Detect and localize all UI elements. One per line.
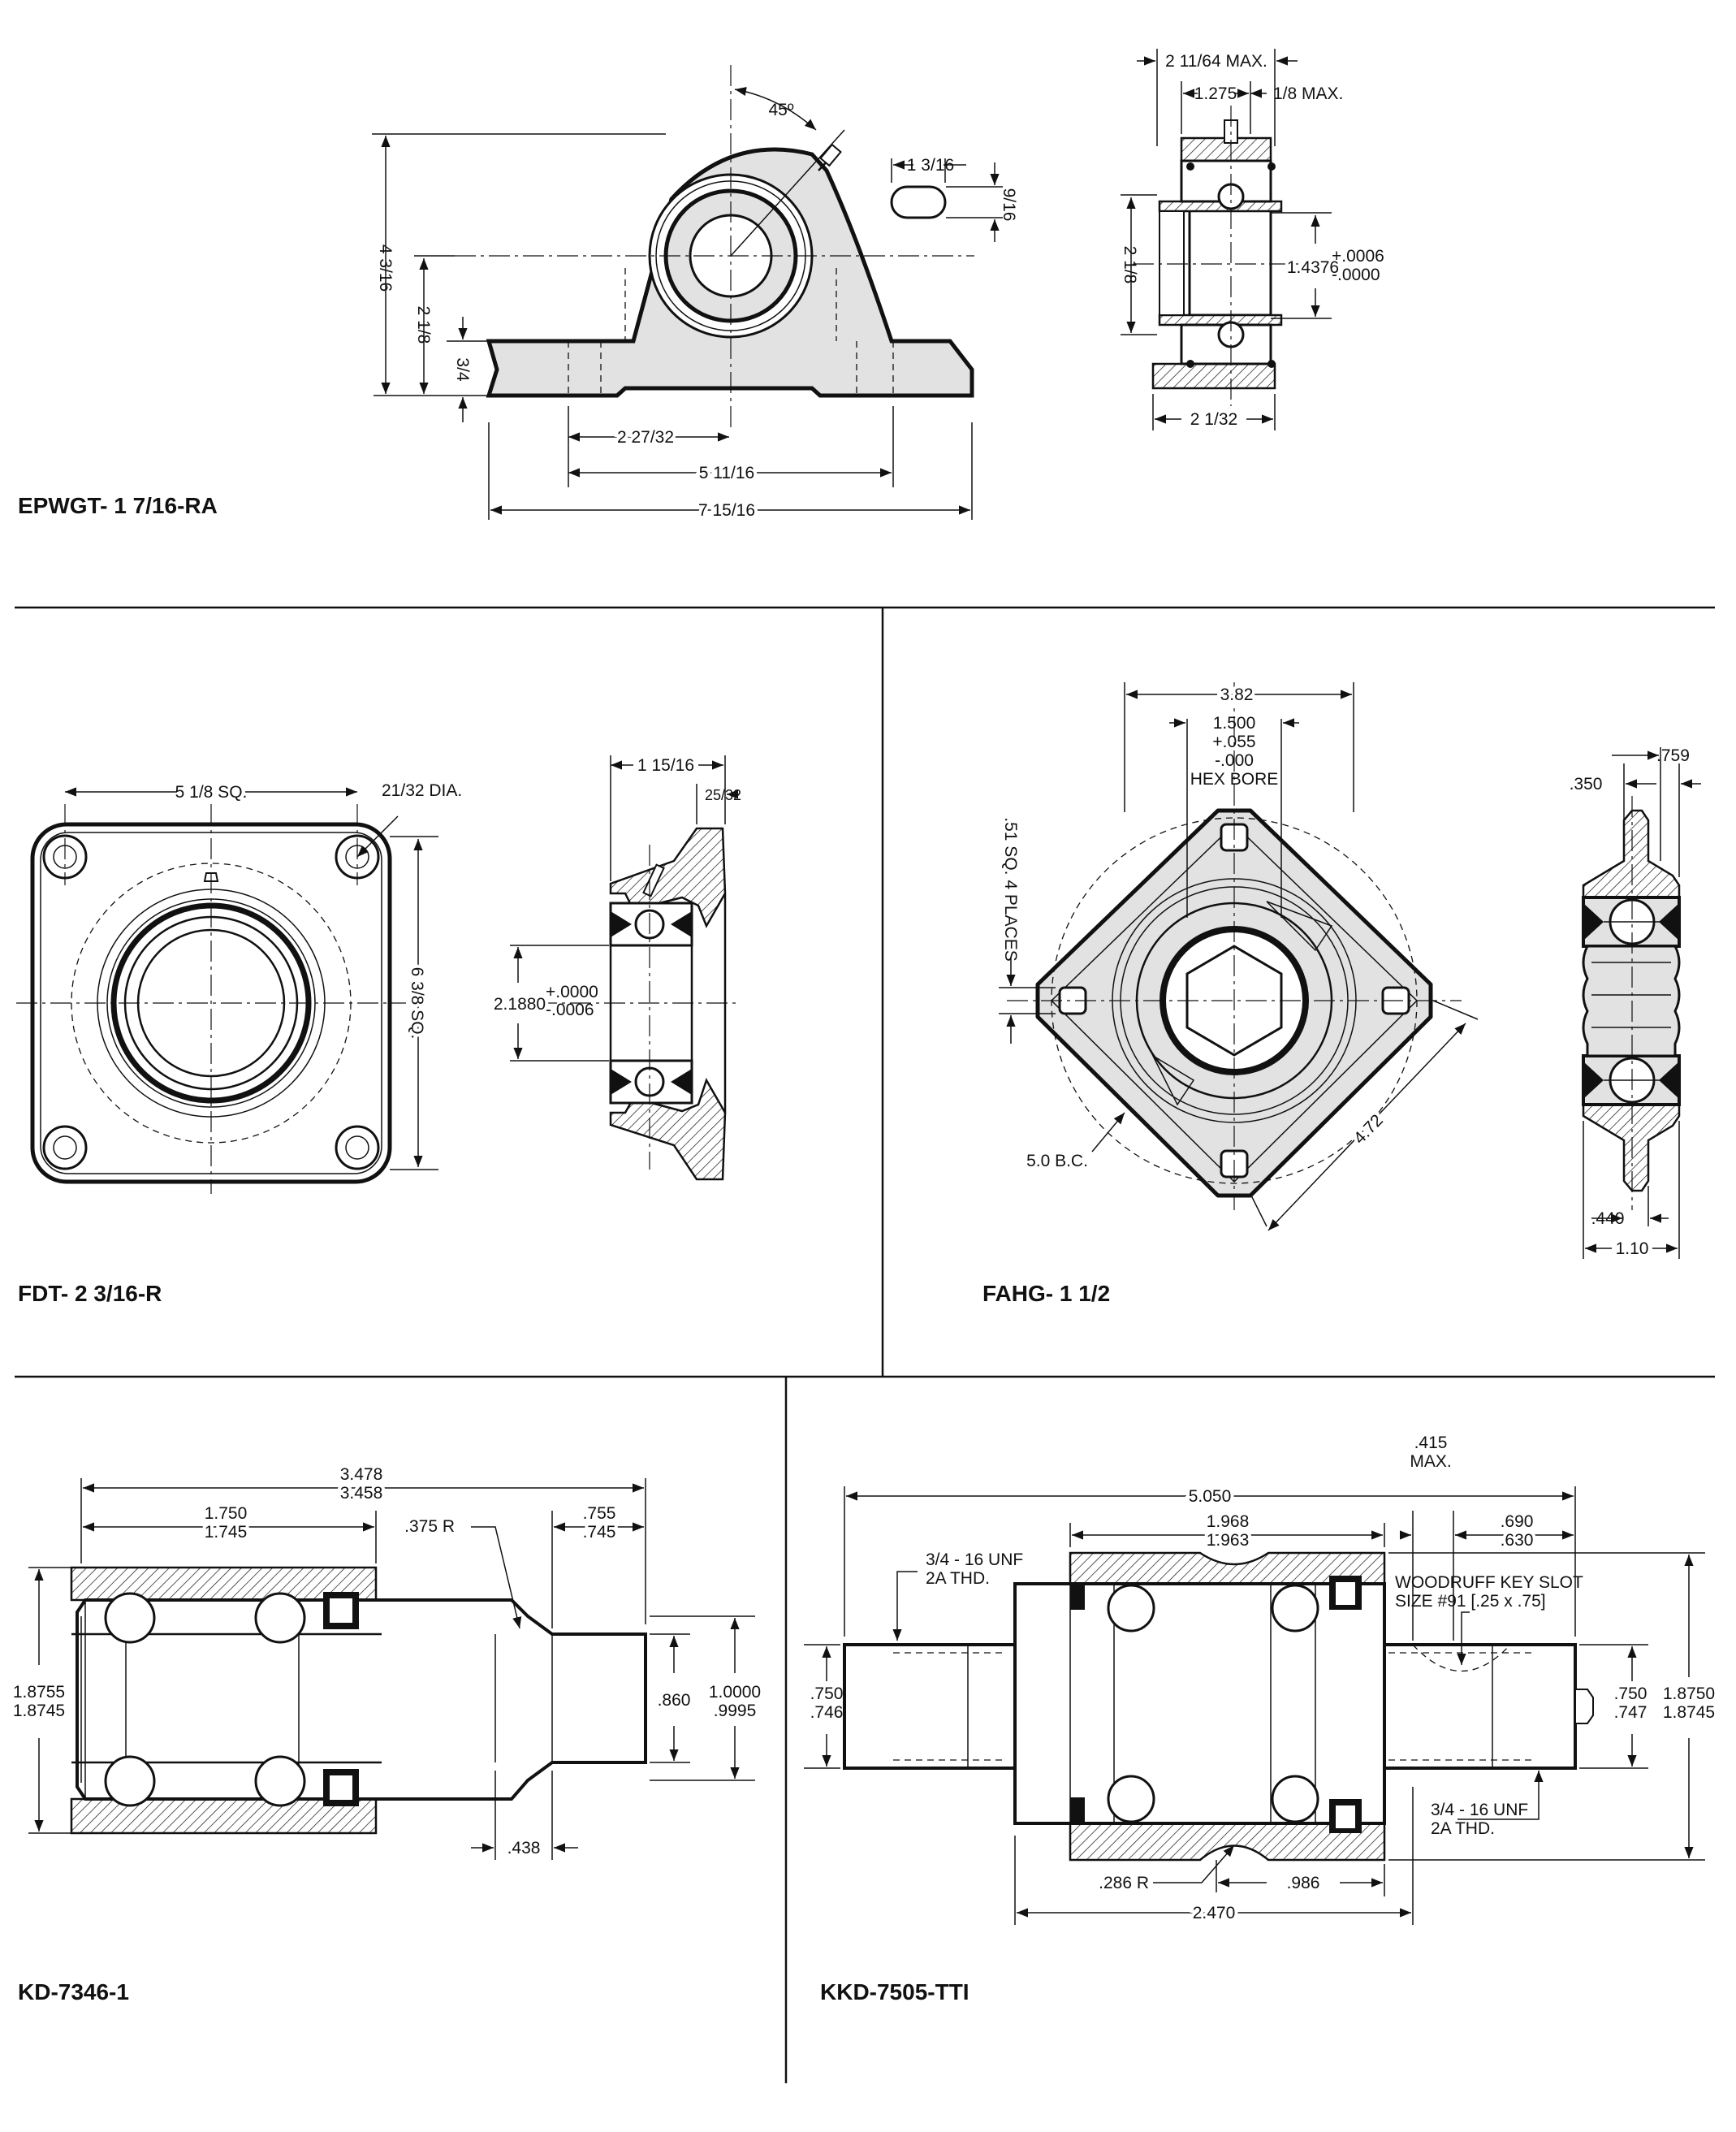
dim-length-min: 3.458: [340, 1484, 383, 1503]
dim-overall: 1.10: [1616, 1239, 1649, 1258]
dim-thread-a-class: 2A THD.: [926, 1569, 990, 1588]
dim-radius: .286 R: [1099, 1874, 1149, 1892]
dim-bolt-circle: 5.0 B.C.: [1026, 1152, 1088, 1170]
dim-outer-dia: 2 1/8: [1121, 246, 1139, 284]
slot-detail: [890, 158, 1003, 219]
rhombus-flange-view: [999, 682, 1479, 1231]
dim-key-max-label: MAX.: [1410, 1452, 1451, 1471]
dim-housing-max: 1.968: [1207, 1512, 1250, 1531]
panel-title-fahg: FAHG- 1 1/2: [982, 1281, 1110, 1306]
dim-ext-max: .755: [583, 1504, 616, 1523]
dim-center-height: 2 1/8: [414, 306, 433, 344]
dim-height: 4 3/16: [376, 244, 395, 292]
dim-outer-square: 6 3/8 SQ.: [408, 967, 426, 1040]
dim-woodruff: WOODRUFF KEY SLOT: [1395, 1573, 1583, 1592]
dim-half-span: 2 27/32: [617, 428, 674, 447]
dim-radius: .375 R: [404, 1517, 455, 1536]
panel-kkd: .415 MAX. 5.050 1.968 1.963 .690 .630 3/…: [804, 1434, 1715, 2004]
dim-bore: 2.1880: [494, 995, 546, 1014]
fahg-side-section: [1582, 747, 1701, 1259]
kd-section-view: [28, 1478, 755, 1860]
dim-left-min: .746: [810, 1703, 844, 1722]
dim-flange-thk: 25/32: [705, 787, 741, 803]
dim-bolt-span: 5 11/16: [699, 464, 755, 482]
dim-right-min: .747: [1614, 1703, 1647, 1722]
dim-top: .759: [1656, 746, 1690, 765]
dim-bore: 1.4376: [1287, 258, 1339, 277]
dim-length: 5.050: [1189, 1487, 1232, 1506]
dim-bore-tol-plus: +.0006: [1332, 247, 1384, 266]
dim-neck: .860: [658, 1691, 691, 1710]
panel-title-kkd: KKD-7505-TTI: [820, 1979, 969, 2004]
dim-width: 3.82: [1220, 685, 1254, 704]
panel-title-epwgt: EPWGT- 1 7/16-RA: [18, 493, 218, 518]
dim-thread-b: 3/4 - 16 UNF: [1431, 1801, 1528, 1819]
dim-inner-width: 1.275: [1194, 84, 1237, 103]
dim-width: 1 15/16: [637, 756, 694, 775]
dim-hole-dia: 21/32 DIA.: [382, 781, 462, 800]
dim-thread-b-class: 2A THD.: [1431, 1819, 1495, 1838]
dim-housing-min: 1.745: [205, 1523, 248, 1542]
dim-base-height: 3/4: [453, 357, 472, 382]
panel-fdt: 5 1/8 SQ. 21/32 DIA. 6 3/8 SQ. 1 15/16 2…: [16, 755, 741, 1306]
dim-ext-min: .630: [1501, 1531, 1534, 1550]
dim-length: 7 15/16: [698, 501, 755, 520]
dim-square: 5 1/8 SQ.: [175, 783, 248, 802]
dim-shaft-max: 1.0000: [709, 1683, 761, 1702]
dim-slot-len: 1 3/16: [907, 156, 954, 175]
dim-ext-max: .690: [1501, 1512, 1534, 1531]
flange-section-view: [510, 755, 739, 1181]
dim-od-max: 1.8755: [13, 1683, 65, 1702]
epwgt-dim-lines: [372, 86, 1000, 520]
dim-right-max: .750: [1614, 1684, 1647, 1703]
dim-foot: .440: [1591, 1209, 1625, 1228]
dim-hex-plus: +.055: [1212, 733, 1255, 751]
dim-groove: .438: [507, 1839, 541, 1857]
dim-od-min: 1.8745: [1663, 1703, 1715, 1722]
pillow-block-front-view: [455, 65, 974, 430]
dim-holes: .51 SQ. 4 PLACES: [1001, 817, 1020, 961]
dim-key-max: .415: [1414, 1434, 1448, 1452]
dim-od-max: 1.8750: [1663, 1684, 1715, 1703]
dim-offset: .986: [1287, 1874, 1320, 1892]
dim-hex-label: HEX BORE: [1190, 770, 1279, 789]
dim-diagonal: 4.72: [1350, 1111, 1387, 1148]
dim-max-width: 2 11/64 MAX.: [1165, 52, 1267, 71]
panel-title-fdt: FDT- 2 3/16-R: [18, 1281, 162, 1306]
dim-shaft-min: .9995: [714, 1702, 757, 1720]
dim-length-max: 3.478: [340, 1465, 383, 1484]
flange-front-view: [16, 787, 438, 1194]
dim-bore-tol-plus: +.0000: [546, 983, 598, 1001]
dim-ext-min: .745: [583, 1523, 616, 1542]
dim-span: 2.470: [1193, 1904, 1236, 1922]
dim-slot-width: 9/16: [1000, 188, 1018, 222]
dim-base-width: 2 1/32: [1190, 410, 1237, 429]
panel-fahg: 3.82 1.500 +.055 -.000 HEX BORE .51 SQ. …: [982, 682, 1701, 1306]
dim-left-max: .750: [810, 1684, 844, 1703]
dim-housing-max: 1.750: [205, 1504, 248, 1523]
panel-dividers: [15, 606, 1715, 2083]
dim-hex-minus: -.000: [1215, 751, 1254, 770]
dim-woodruff-size: SIZE #91 [.25 x .75]: [1395, 1592, 1546, 1611]
dim-housing-min: 1.963: [1207, 1531, 1250, 1550]
dim-bore-tol-minus: -.0006: [546, 1001, 594, 1019]
bearing-section-view: [1121, 49, 1332, 430]
panel-kd: 3.478 3.458 1.750 1.745 .375 R .755 .745…: [13, 1465, 761, 2004]
dim-hex: 1.500: [1213, 714, 1256, 733]
panel-title-kd: KD-7346-1: [18, 1979, 129, 2004]
kkd-section-view: [804, 1486, 1705, 1925]
dim-ext-max: 1/8 MAX.: [1273, 84, 1343, 103]
dim-offset: .350: [1570, 775, 1603, 794]
dim-bore-tol-minus: -.0000: [1332, 266, 1380, 284]
dim-thread-a: 3/4 - 16 UNF: [926, 1550, 1023, 1569]
dim-angle: 45º: [768, 101, 793, 119]
dim-od-min: 1.8745: [13, 1702, 65, 1720]
panel-epwgt: 45º 1 3/16 9/16 4 3/16 2 1/8 3/4 2 27/32…: [18, 49, 1384, 523]
